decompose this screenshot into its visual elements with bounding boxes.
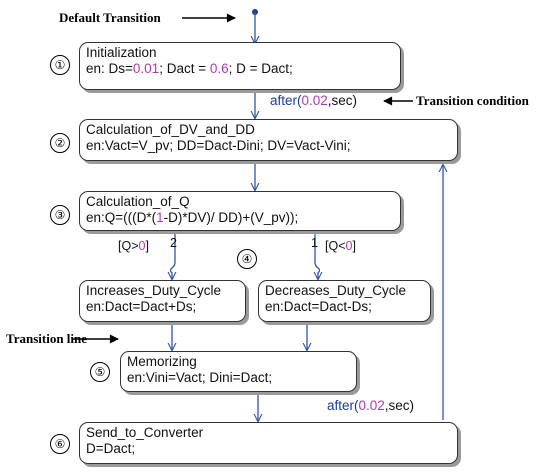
transition-condition-annotation: Transition condition <box>416 93 529 108</box>
state-entry-action: en:Dact=Dact+Ds; <box>86 299 197 314</box>
state-title: Send_to_Converter <box>86 425 204 440</box>
state-calculation-of-q[interactable]: Calculation_of_Q en:Q=(((D*(1-D)*DV)/ DD… <box>79 191 401 231</box>
transition-to-increase <box>171 231 176 279</box>
state-memorizing[interactable]: Memorizing en:Vini=Vact; Dini=Dact; <box>120 351 357 392</box>
marker-6: ⑥ <box>50 434 70 454</box>
state-title: Decreases_Duty_Cycle <box>265 283 407 298</box>
guard-q-negative: [Q<0] <box>325 239 356 253</box>
state-entry-action: en:Vini=Vact; Dini=Dact; <box>127 370 273 385</box>
state-decreases-duty-cycle[interactable]: Decreases_Duty_Cycle en:Dact=Dact-Ds; <box>258 280 431 322</box>
after-condition-bottom: after(0.02,sec) <box>327 398 415 413</box>
state-entry-action: en:Vact=V_pv; DD=Dact-Dini; DV=Vact-Vini… <box>86 138 351 153</box>
state-entry-action: D=Dact; <box>86 441 136 456</box>
state-initialization[interactable]: Initialization en: Ds=0.01; Dact = 0.6; … <box>79 42 401 90</box>
state-title: Calculation_of_DV_and_DD <box>86 122 255 137</box>
state-title: Memorizing <box>127 354 197 369</box>
state-increases-duty-cycle[interactable]: Increases_Duty_Cycle en:Dact=Dact+Ds; <box>79 280 246 322</box>
marker-4: ④ <box>237 249 257 269</box>
priority-1: 1 <box>311 236 318 250</box>
priority-2: 2 <box>170 236 177 250</box>
state-title: Increases_Duty_Cycle <box>86 283 222 298</box>
state-calculation-of-dv-and-dd[interactable]: Calculation_of_DV_and_DD en:Vact=V_pv; D… <box>79 119 458 161</box>
state-entry-action: en:Dact=Dact-Ds; <box>265 299 372 314</box>
marker-5: ⑤ <box>90 362 110 382</box>
state-entry-action: en: Ds=0.01; Dact = 0.6; D = Dact; <box>86 61 293 76</box>
state-send-to-converter[interactable]: Send_to_Converter D=Dact; <box>79 422 458 464</box>
transition-to-decrease <box>315 231 320 279</box>
state-title: Initialization <box>86 45 157 60</box>
marker-2: ② <box>50 133 70 153</box>
state-title: Calculation_of_Q <box>86 194 190 209</box>
default-transition-annotation: Default Transition <box>59 10 161 25</box>
state-entry-action: en:Q=(((D*(1-D)*DV)/ DD)+(V_pv)); <box>86 210 299 225</box>
marker-1: ① <box>50 55 70 75</box>
guard-q-positive: [Q>0] <box>118 239 149 253</box>
transition-line-annotation: Transition line <box>6 331 88 346</box>
after-condition-top: after(0.02,sec) <box>270 93 358 108</box>
marker-3: ③ <box>50 205 70 225</box>
